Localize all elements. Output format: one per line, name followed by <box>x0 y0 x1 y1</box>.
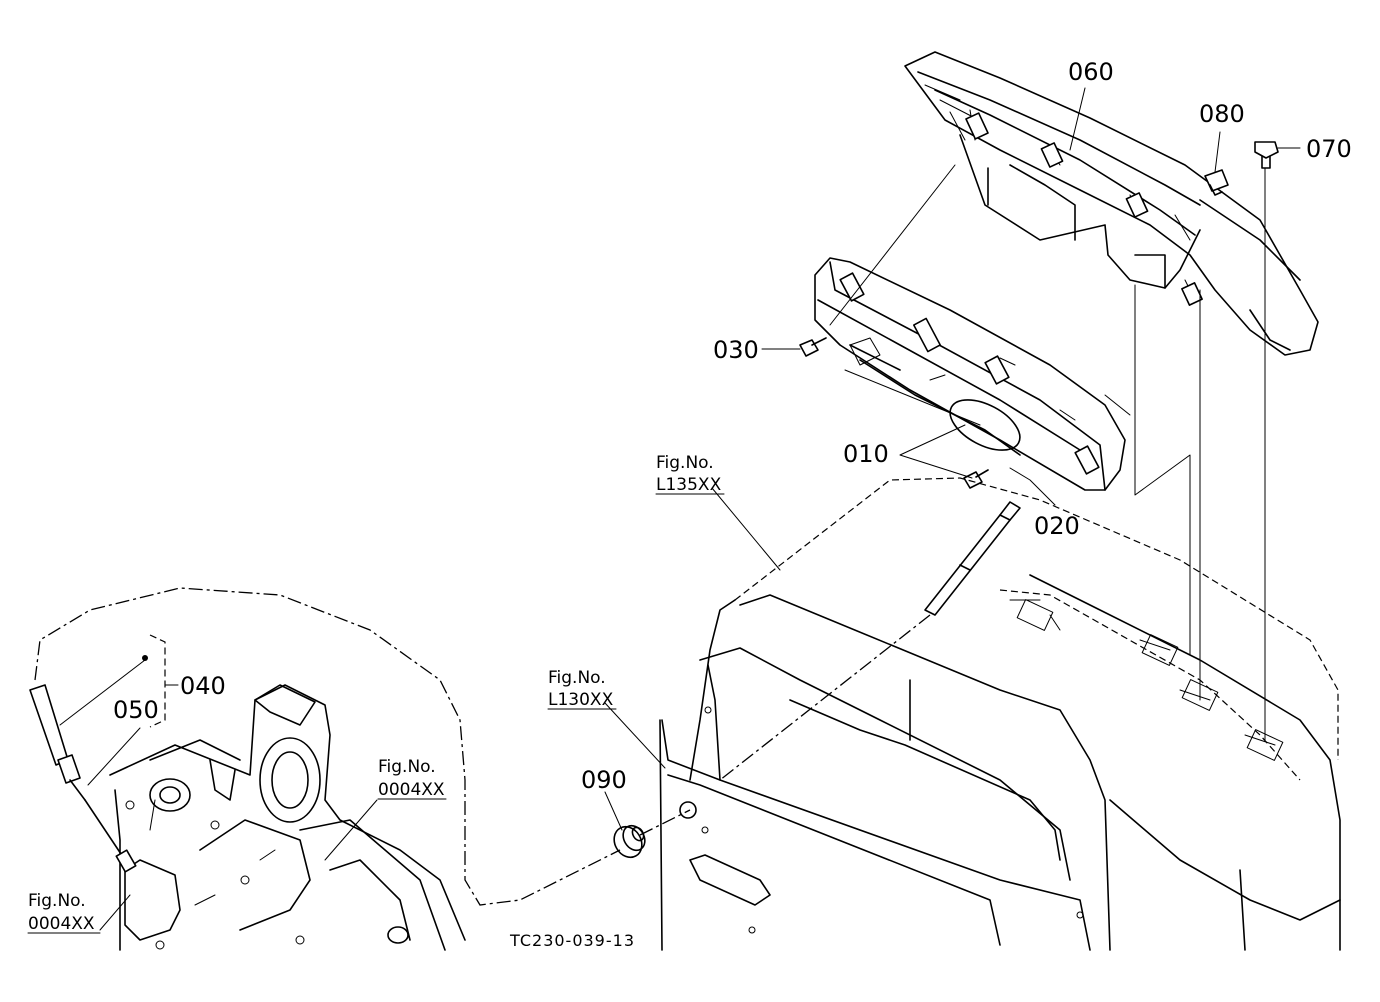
figref-l130-line2: L130XX <box>548 690 614 710</box>
part-labels: 060 080 070 030 010 020 040 050 090 <box>113 58 1352 794</box>
figure-references: Fig.No. L135XX Fig.No. L130XX Fig.No. 00… <box>27 453 725 934</box>
label-080: 080 <box>1199 100 1245 128</box>
grommet-090 <box>613 824 646 859</box>
meter-cable-upper <box>924 501 1021 616</box>
label-060: 060 <box>1068 58 1114 86</box>
transmission-housing <box>109 684 466 951</box>
figref-l135-line2: L135XX <box>656 475 722 495</box>
figref-0004-right-line1: Fig.No. <box>378 757 436 777</box>
panel-cover-060 <box>904 51 1319 356</box>
label-040: 040 <box>180 672 226 700</box>
figref-0004-left-line1: Fig.No. <box>28 891 86 911</box>
label-030: 030 <box>713 336 759 364</box>
label-090: 090 <box>581 766 627 794</box>
front-panel <box>659 647 1091 951</box>
drawing-code: TC230-039-13 <box>509 931 635 950</box>
label-070: 070 <box>1306 135 1352 163</box>
figref-l130-line1: Fig.No. <box>548 668 606 688</box>
speedometer-cable-040 <box>29 587 621 906</box>
label-020: 020 <box>1034 512 1080 540</box>
screw-010-small <box>963 469 989 489</box>
screw-030 <box>799 337 827 357</box>
label-050: 050 <box>113 696 159 724</box>
bolt-080 <box>1204 169 1229 196</box>
figref-0004-right-line2: 0004XX <box>378 780 445 800</box>
figref-l135-line1: Fig.No. <box>656 453 714 473</box>
label-010: 010 <box>843 440 889 468</box>
leader-lines <box>59 87 1301 931</box>
figref-0004-left-line2: 0004XX <box>28 914 95 934</box>
bolt-070 <box>1254 141 1279 169</box>
dashboard-body <box>689 477 1341 951</box>
